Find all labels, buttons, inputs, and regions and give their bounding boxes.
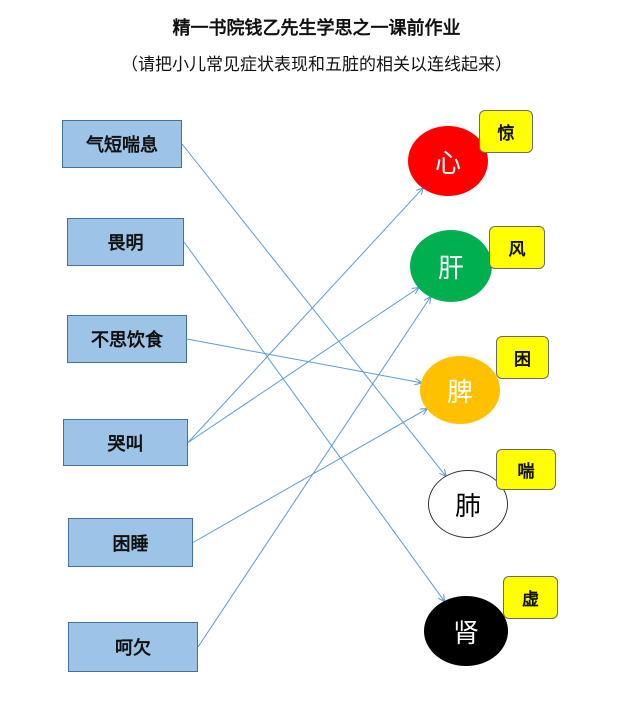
symptom-box-drowsiness[interactable]: 困睡 <box>68 518 193 567</box>
organ-tag-spleen: 困 <box>496 336 549 379</box>
organ-tag-liver: 风 <box>489 226 545 269</box>
connection-line-s1-o4 <box>183 241 444 601</box>
connection-line-s3-o0 <box>187 188 423 443</box>
connection-line-s2-o2 <box>186 338 421 383</box>
connection-line-s3-o1 <box>187 288 418 443</box>
page-subtitle: （请把小儿常见症状表现和五脏的相关以连线起来） <box>121 55 512 75</box>
organ-circle-lung[interactable]: 肺 <box>428 470 508 538</box>
organ-tag-heart: 惊 <box>479 110 533 153</box>
connection-line-s5-o1 <box>197 297 430 648</box>
organ-circle-spleen[interactable]: 脾 <box>420 356 500 424</box>
organ-circle-liver[interactable]: 肝 <box>410 230 492 302</box>
page-title: 精一书院钱乙先生学思之一课前作业 <box>172 18 461 39</box>
symptom-box-yawning[interactable]: 呵欠 <box>68 622 198 672</box>
organ-circle-heart[interactable]: 心 <box>408 126 488 196</box>
symptom-box-no-appetite[interactable]: 不思饮食 <box>67 315 187 363</box>
organ-tag-lung: 喘 <box>496 449 556 490</box>
symptom-box-crying[interactable]: 哭叫 <box>63 419 188 466</box>
symptom-box-photophobia[interactable]: 畏明 <box>67 218 184 266</box>
symptom-box-shortness-of-breath[interactable]: 气短喘息 <box>62 120 182 168</box>
connection-line-s0-o3 <box>181 143 446 476</box>
connection-line-s4-o2 <box>192 409 427 543</box>
organ-circle-kidney[interactable]: 肾 <box>424 596 508 666</box>
organ-tag-kidney: 虚 <box>503 576 558 619</box>
